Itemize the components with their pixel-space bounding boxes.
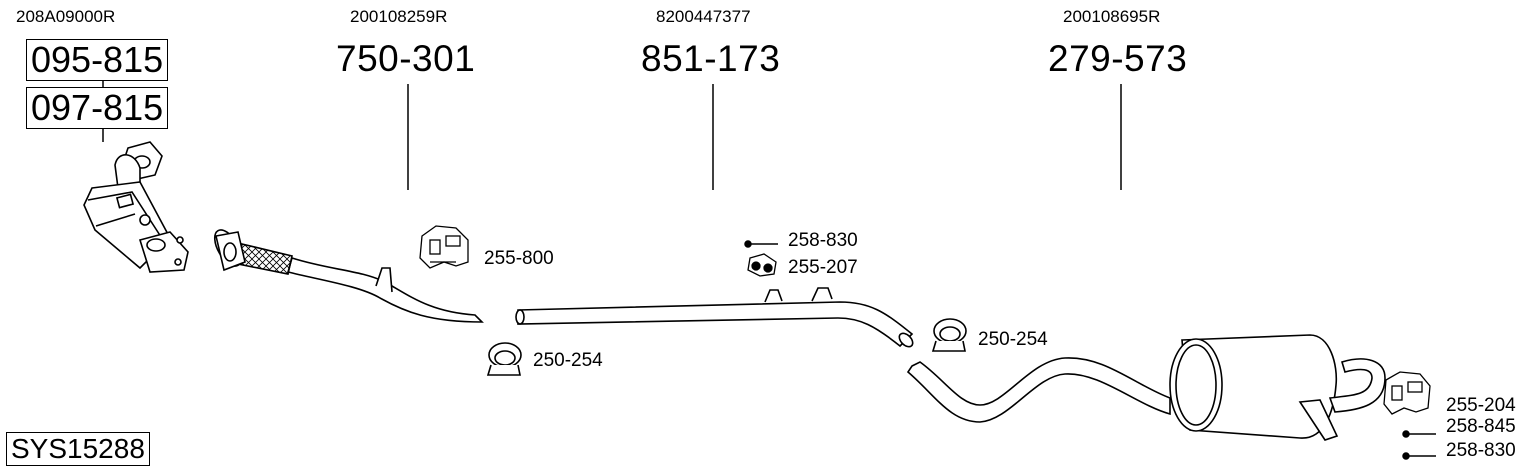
- bolt-icon-rear-a: [1402, 430, 1436, 438]
- rear-silencer-drawing: [906, 334, 1386, 441]
- catalyst-drawing: [83, 141, 189, 273]
- fitting-label-bolt-middle: 258-830: [788, 230, 858, 251]
- clamp-icon-rear: [931, 318, 967, 352]
- bolt-icon-rear-b: [1402, 452, 1436, 460]
- clamp-icon-front: [486, 342, 522, 376]
- part-number-front-pipe: 750-301: [336, 38, 476, 79]
- oe-number-rear-silencer: 200108695R: [1063, 7, 1161, 26]
- part-number-catalyst-alt: 097-815: [26, 87, 169, 129]
- part-number-middle-pipe: 851-173: [641, 38, 781, 79]
- part-number-rear-silencer: 279-573: [1048, 38, 1188, 79]
- fitting-label-bolt-rear-a: 258-845: [1446, 416, 1516, 437]
- fitting-label-rubber-front: 255-800: [484, 248, 554, 269]
- fitting-label-bolt-rear-b: 258-830: [1446, 440, 1516, 461]
- bolt-icon-middle: [744, 240, 778, 248]
- fitting-label-clamp-front: 250-254: [533, 350, 603, 371]
- rubber-hanger-icon-front: [419, 225, 469, 269]
- system-id: SYS15288: [6, 432, 150, 466]
- rubber-mount-icon-middle: [747, 253, 777, 277]
- middle-pipe-drawing: [515, 287, 914, 348]
- front-pipe-drawing: [213, 229, 484, 323]
- part-number-catalyst-primary: 095-815: [26, 39, 169, 81]
- oe-number-front-pipe: 200108259R: [350, 7, 448, 26]
- fitting-label-rubber-rear: 255-204: [1446, 395, 1516, 416]
- fitting-label-rubber-middle: 255-207: [788, 257, 858, 278]
- oe-number-catalyst: 208A09000R: [16, 7, 116, 26]
- oe-number-middle-pipe: 8200447377: [656, 7, 751, 26]
- rubber-hanger-icon-rear: [1383, 371, 1431, 415]
- fitting-label-clamp-rear: 250-254: [978, 329, 1048, 350]
